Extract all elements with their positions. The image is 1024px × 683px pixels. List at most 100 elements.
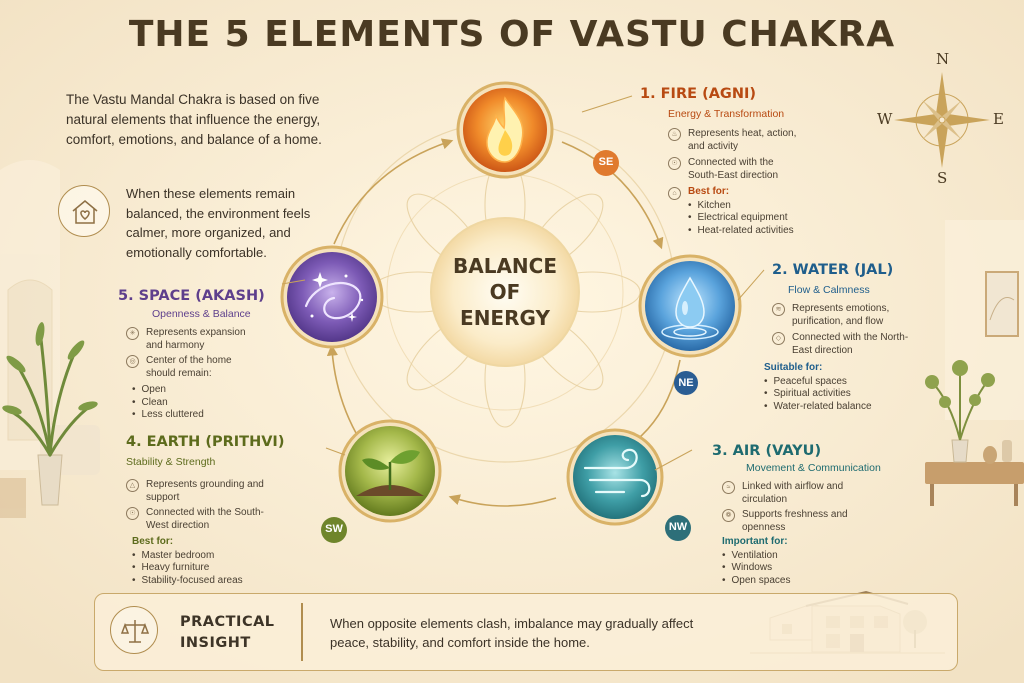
compass-outline-icon: ☉ <box>668 157 681 170</box>
list-item: Water-related balance <box>764 401 872 414</box>
space-subtitle: Openness & Balance <box>152 308 251 320</box>
air-note-1: ≈ Linked with airflow and circulation <box>722 480 852 506</box>
center-balance-circle <box>431 218 579 366</box>
list-item: Ventilation <box>722 550 790 563</box>
ne-badge <box>674 371 698 395</box>
space-note-1-text: Represents expansion and harmony <box>146 327 246 351</box>
list-item: Spiritual activities <box>764 388 872 401</box>
center-line-2: OF <box>489 280 521 304</box>
air-element-circle <box>566 428 664 526</box>
home-outline-icon: ⌂ <box>668 187 681 200</box>
label-connectors <box>281 95 765 471</box>
earth-best-for: Best for: Master bedroom Heavy furniture… <box>132 536 243 587</box>
list-item: Stability-focused areas <box>132 575 243 588</box>
space-element-circle <box>280 245 384 349</box>
air-subtitle: Movement & Communication <box>746 462 881 474</box>
fire-element-circle <box>456 81 554 179</box>
earth-note-1: △ Represents grounding and support <box>126 478 266 504</box>
compass-e: E <box>993 110 1004 128</box>
fire-note-1-text: Represents heat, action, and activity <box>688 128 797 152</box>
list-item: Windows <box>722 562 790 575</box>
air-list: Ventilation Windows Open spaces <box>722 550 791 588</box>
wind-icon <box>583 448 651 498</box>
water-list: Peaceful spaces Spiritual activities Wat… <box>764 376 872 414</box>
se-badge <box>593 150 619 176</box>
fire-list-heading: Best for: <box>688 186 730 197</box>
space-note-2: ◎ Center of the home should remain: <box>126 354 256 380</box>
list-item: Heat-related activities <box>688 225 798 238</box>
wind-outline-icon: ≈ <box>722 481 735 494</box>
earth-list-heading: Best for: <box>132 536 174 547</box>
nw-badge-label: NW <box>668 521 688 533</box>
water-note-2: ◇ Connected with the North-East directio… <box>772 331 922 357</box>
center-outline-icon: ◎ <box>126 355 139 368</box>
fire-subtitle: Energy & Transformation <box>668 108 785 120</box>
expand-outline-icon: ✳ <box>126 327 139 340</box>
air-title: 3. AIR (VAYU) <box>712 443 822 459</box>
fire-note-2-text: Connected with the South-East direction <box>688 157 779 181</box>
air-list-heading: Important for: <box>722 536 788 547</box>
insight-divider <box>301 603 303 661</box>
earth-element-circle <box>338 419 442 523</box>
fire-title: 1. FIRE (AGNI) <box>640 86 756 102</box>
list-item: Clean <box>132 397 204 410</box>
page-title: THE 5 ELEMENTS OF VASTU CHAKRA <box>128 14 896 55</box>
list-item: Master bedroom <box>132 550 243 563</box>
mountain-outline-icon: △ <box>126 479 139 492</box>
sw-badge-label: SW <box>325 523 343 535</box>
insight-text: When opposite elements clash, imbalance … <box>330 616 694 650</box>
fire-best-for: ⌂ Best for: Kitchen Electrical equipment… <box>668 186 798 237</box>
left-plant-decoration <box>2 322 98 506</box>
fire-note-1: ♨ Represents heat, action, and activity <box>668 127 798 153</box>
list-item: Open <box>132 384 204 397</box>
compass-s: S <box>937 169 948 187</box>
insight-title: PRACTICAL INSIGHT <box>180 614 275 651</box>
compass-outline-icon: ☉ <box>126 507 139 520</box>
water-drop-icon <box>675 276 705 328</box>
center-line-3: ENERGY <box>460 306 550 330</box>
air-important-for: Important for: Ventilation Windows Open … <box>722 536 790 587</box>
space-title: 5. SPACE (AKASH) <box>118 288 265 304</box>
list-item: Peaceful spaces <box>764 376 872 389</box>
earth-list: Master bedroom Heavy furniture Stability… <box>132 550 243 588</box>
space-note-1: ✳ Represents expansion and harmony <box>126 326 256 352</box>
earth-note-2-text: Connected with the South-West direction <box>146 507 264 531</box>
water-subtitle: Flow & Calmness <box>788 284 870 296</box>
flame-icon <box>486 96 524 163</box>
compass-n: N <box>936 50 950 68</box>
center-line-1: BALANCE <box>452 254 558 278</box>
air-note-2: ❁ Supports freshness and openness <box>722 508 852 534</box>
leaf-outline-icon: ❁ <box>722 509 735 522</box>
space-list-block: Open Clean Less cluttered <box>132 384 204 422</box>
sw-badge <box>321 517 347 543</box>
earth-title: 4. EARTH (PRITHVI) <box>126 434 285 450</box>
list-item: Open spaces <box>722 575 791 588</box>
list-item: Less cluttered <box>132 409 204 422</box>
practical-insight-box <box>94 593 958 671</box>
fire-note-2: ☉ Connected with the South-East directio… <box>668 156 798 182</box>
galaxy-icon <box>304 281 362 320</box>
house-heart-icon <box>58 185 110 237</box>
compass-rose <box>894 72 990 168</box>
cycle-arrows <box>326 138 681 507</box>
scales-icon <box>110 606 158 654</box>
ne-badge-label: NE <box>678 377 694 389</box>
earth-note-2: ☉ Connected with the South-West directio… <box>126 506 266 532</box>
nw-badge <box>665 515 691 541</box>
ripple-outline-icon: ≋ <box>772 303 785 316</box>
balanced-text: When these elements remain balanced, the… <box>126 186 311 260</box>
earth-note-1-text: Represents grounding and support <box>146 479 264 503</box>
water-note-1: ≋ Represents emotions, purification, and… <box>772 302 922 328</box>
water-title: 2. WATER (JAL) <box>772 262 894 278</box>
list-item: Heavy furniture <box>132 562 243 575</box>
right-room-decoration <box>925 220 1024 506</box>
water-list-heading: Suitable for: <box>764 362 823 373</box>
sprout-icon <box>362 450 420 490</box>
list-item: Kitchen <box>688 200 798 213</box>
flame-outline-icon: ♨ <box>668 128 681 141</box>
water-suitable-for: Suitable for: Peaceful spaces Spiritual … <box>764 362 872 413</box>
space-list: Open Clean Less cluttered <box>132 384 204 422</box>
center-label: BALANCE OF ENERGY <box>431 253 579 331</box>
water-note-2-text: Connected with the North-East direction <box>792 332 909 356</box>
air-note-2-text: Supports freshness and openness <box>742 509 848 533</box>
